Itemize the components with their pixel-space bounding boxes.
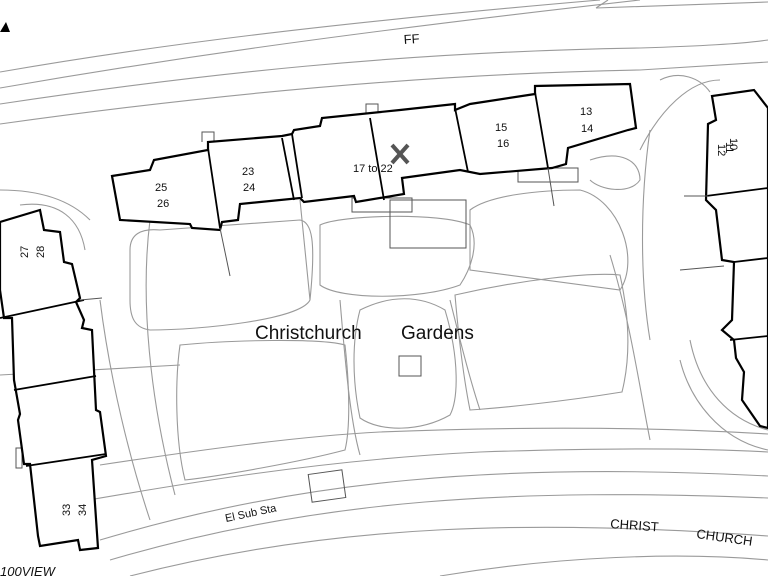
road-top-label: FF [403, 31, 420, 47]
unit-label-33: 33 [61, 504, 73, 516]
building-annex [15, 103, 579, 469]
unit-label-34: 34 [77, 504, 89, 516]
terrace-right [704, 88, 768, 430]
unit-label-14: 14 [581, 123, 593, 135]
monument-square [398, 355, 422, 377]
unit-label-16: 16 [497, 138, 509, 150]
road-bottom-label-2: CHURCH [696, 526, 754, 549]
place-name-part-1: Christchurch [255, 323, 362, 344]
substation-label: El Sub Sta [224, 502, 278, 525]
unit-label-17-to-22: 17 to 22 [353, 163, 393, 175]
unit-label-12: 12 [715, 144, 727, 156]
unit-label-15: 15 [495, 122, 507, 134]
unit-label-26: 26 [157, 198, 169, 210]
terrace-left [0, 208, 108, 552]
boundary-lines [79, 167, 725, 301]
unit-label-23: 23 [242, 166, 254, 178]
place-name-part-2: Gardens [401, 323, 474, 344]
road-bottom-label-1: CHRIST [610, 516, 659, 534]
unit-label-10: 10 [727, 138, 739, 150]
unit-label-13: 13 [580, 106, 592, 118]
road-bottom [99, 470, 768, 576]
garden-paths [0, 75, 768, 521]
unit-label-25: 25 [155, 182, 167, 194]
road-top [0, 0, 768, 125]
location-cross-icon [390, 143, 410, 165]
terrace-top [110, 82, 638, 232]
substation-box [307, 469, 347, 503]
unit-label-11: 11 [723, 142, 735, 153]
unit-label-28: 28 [35, 246, 47, 258]
watermark: 100VIEW [0, 564, 57, 576]
north-arrow-icon [0, 22, 10, 32]
unit-label-24: 24 [243, 182, 255, 194]
unit-label-27: 27 [19, 246, 31, 258]
